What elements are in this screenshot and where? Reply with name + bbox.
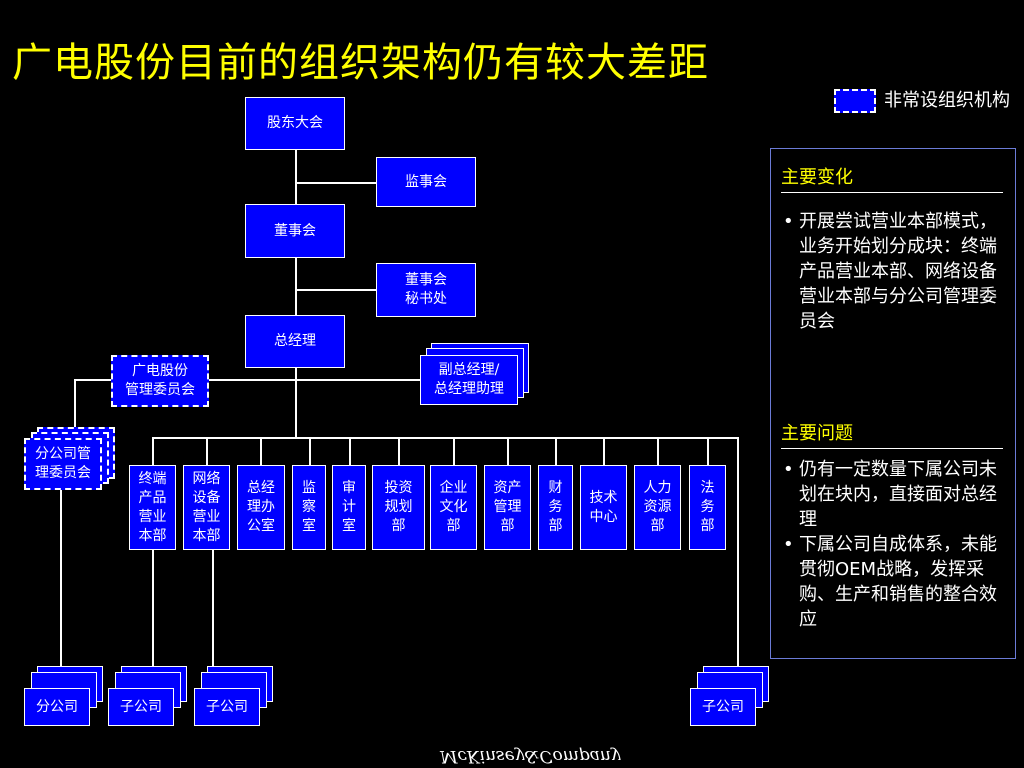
dept-legal: 法 务 部 <box>689 465 726 550</box>
dept-network-equipment: 网络 设备 营业 本部 <box>183 465 230 550</box>
dept-inspection: 监 察 室 <box>292 465 326 550</box>
page-title: 广电股份目前的组织架构仍有较大差距 <box>12 40 709 86</box>
connector <box>295 289 376 291</box>
issues-heading: 主要问题 <box>781 421 1003 449</box>
dept-human-resources: 人力 资源 部 <box>634 465 681 550</box>
connector <box>349 437 351 465</box>
connector <box>260 437 262 465</box>
node-deputy-gm: 副总经理/ 总经理助理 <box>420 355 518 405</box>
connector <box>657 437 659 465</box>
dept-corporate-culture: 企业 文化 部 <box>430 465 477 550</box>
connector <box>206 437 208 465</box>
connector <box>60 490 62 668</box>
node-subsidiary: 子公司 <box>108 688 174 726</box>
connector <box>152 548 154 668</box>
connector <box>152 437 154 465</box>
dept-investment-planning: 投资 规划 部 <box>372 465 425 550</box>
node-board-of-directors: 董事会 <box>245 204 345 258</box>
dept-terminal-products: 终端 产品 营业 本部 <box>129 465 176 550</box>
connector <box>74 379 76 431</box>
node-supervisory-board: 监事会 <box>376 157 476 207</box>
node-mgmt-committee: 广电股份 管理委员会 <box>111 355 209 407</box>
issues-list: 仍有一定数量下属公司未划在块内，直接面对总经理 下属公司自成体系，未能贯彻OEM… <box>783 457 1011 632</box>
legend-swatch-non-permanent <box>834 89 876 113</box>
connector <box>295 379 420 381</box>
list-item: 仍有一定数量下属公司未划在块内，直接面对总经理 <box>783 457 1011 532</box>
dept-tech-center: 技术 中心 <box>580 465 627 550</box>
changes-list: 开展尝试营业本部模式，业务开始划分成块：终端产品营业本部、网络设备营业本部与分公… <box>783 209 1011 334</box>
dept-asset-management: 资产 管理 部 <box>484 465 531 550</box>
list-item: 下属公司自成体系，未能贯彻OEM战略，发挥采购、生产和销售的整合效应 <box>783 532 1011 632</box>
node-branch-company: 分公司 <box>24 688 90 726</box>
connector <box>603 437 605 465</box>
node-shareholders-meeting: 股东大会 <box>245 97 345 150</box>
node-subsidiary: 子公司 <box>194 688 260 726</box>
connector <box>152 437 738 439</box>
connector <box>737 437 739 687</box>
dept-finance: 财 务 部 <box>538 465 573 550</box>
node-general-manager: 总经理 <box>245 315 345 368</box>
connector <box>707 437 709 465</box>
dept-gm-office: 总经 理办 公室 <box>237 465 285 550</box>
connector <box>309 437 311 465</box>
node-branch-committee: 分公司管 理委员会 <box>24 438 102 490</box>
connector <box>295 150 297 438</box>
connector <box>212 548 214 668</box>
legend-label: 非常设组织机构 <box>884 90 1010 111</box>
connector <box>295 182 376 184</box>
list-item: 开展尝试营业本部模式，业务开始划分成块：终端产品营业本部、网络设备营业本部与分公… <box>783 209 1011 334</box>
connector <box>453 437 455 465</box>
footer-brand: McKinsey&Company <box>440 746 621 766</box>
dept-audit: 审 计 室 <box>332 465 366 550</box>
connector <box>208 379 295 381</box>
connector <box>555 437 557 465</box>
connector <box>74 379 112 381</box>
node-subsidiary: 子公司 <box>690 688 756 726</box>
changes-heading: 主要变化 <box>781 165 1003 193</box>
connector <box>398 437 400 465</box>
summary-panel: 主要变化 开展尝试营业本部模式，业务开始划分成块：终端产品营业本部、网络设备营业… <box>770 148 1016 659</box>
connector <box>507 437 509 465</box>
node-board-secretary: 董事会 秘书处 <box>376 263 476 317</box>
